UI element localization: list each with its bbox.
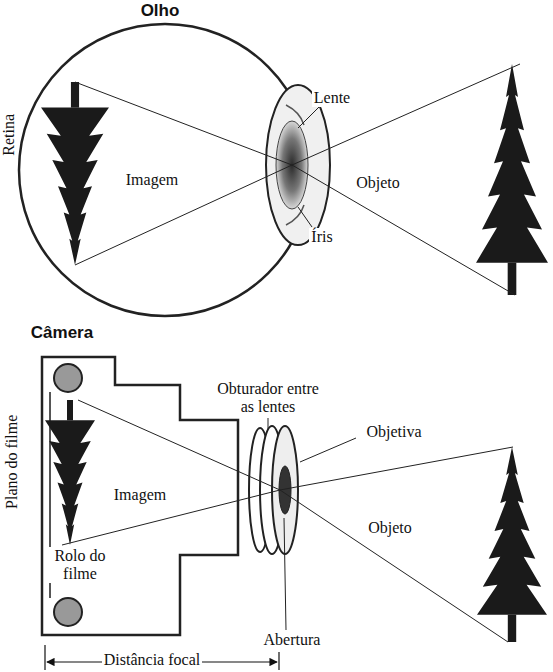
- part-label: Lente: [312, 89, 352, 107]
- image-label: Imagem: [112, 486, 168, 504]
- tree-foliage: [41, 108, 109, 265]
- tree-trunk: [67, 400, 73, 420]
- dimension-line: [45, 645, 279, 670]
- dimension-label: Distância focal: [102, 651, 202, 669]
- tree-figures: [41, 64, 548, 295]
- heading: Olho: [139, 2, 182, 21]
- tree-trunk: [508, 615, 516, 642]
- part-label: Íris: [309, 228, 334, 246]
- tree-figure: [45, 400, 95, 545]
- tree-trunk: [71, 82, 79, 108]
- leader-lines: [268, 418, 356, 630]
- eye-drawing: [19, 24, 330, 316]
- part-label: Obturador entre as lentes: [207, 380, 329, 415]
- tree-foliage: [476, 64, 548, 263]
- leader-lines: [298, 106, 320, 227]
- image-label: Imagem: [124, 171, 180, 189]
- tree-figure: [476, 64, 548, 295]
- part-label: Plano do filme: [3, 413, 21, 511]
- tree-figure: [477, 447, 547, 642]
- heading: Câmera: [29, 324, 95, 343]
- part-label: Retina: [0, 112, 18, 158]
- part-label: Rolo do filme: [47, 547, 113, 582]
- tree-trunk: [508, 263, 517, 295]
- part-label: Objetiva: [364, 423, 423, 441]
- object-label: Objeto: [366, 519, 414, 537]
- tree-foliage: [45, 420, 95, 545]
- part-label: Abertura: [262, 631, 323, 649]
- object-label: Objeto: [354, 174, 402, 192]
- tree-foliage: [477, 447, 547, 615]
- tree-figures: [45, 400, 547, 642]
- light-rays: [75, 64, 520, 295]
- tree-figure: [41, 82, 109, 265]
- light-rays: [62, 400, 513, 642]
